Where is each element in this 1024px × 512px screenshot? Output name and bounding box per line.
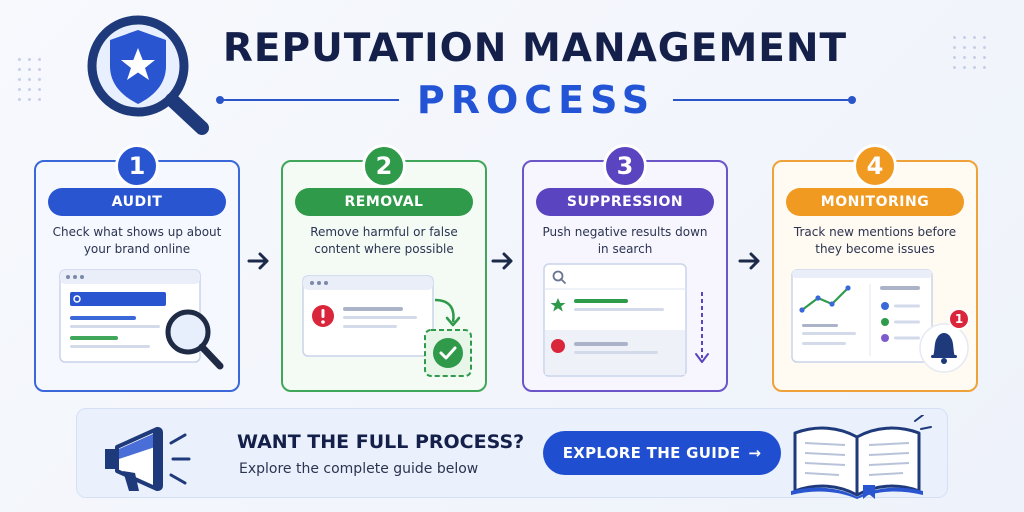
step-number: 4 bbox=[853, 144, 897, 188]
explore-guide-button[interactable]: EXPLORE THE GUIDE → bbox=[543, 431, 781, 475]
browser-error-check-icon bbox=[302, 275, 472, 377]
step-label: AUDIT bbox=[48, 188, 226, 216]
step-label: MONITORING bbox=[786, 188, 964, 216]
page-title: REPUTATION MANAGEMENT bbox=[222, 26, 848, 71]
shield-magnifier-icon bbox=[87, 15, 209, 135]
browser-search-magnifier-icon bbox=[59, 269, 224, 370]
dashboard-chart-bell-icon bbox=[791, 269, 969, 373]
explore-guide-button-label: EXPLORE THE GUIDE bbox=[562, 444, 741, 462]
cta-heading: WANT THE FULL PROCESS? bbox=[237, 431, 525, 453]
subtitle-line-left bbox=[216, 96, 399, 104]
step-description: Check what shows up about your brand onl… bbox=[52, 225, 222, 256]
subtitle-row: PROCESS bbox=[216, 78, 856, 122]
arrow-right-icon bbox=[247, 252, 269, 270]
arrow-right-icon bbox=[738, 252, 760, 270]
step-description: Track new mentions before they become is… bbox=[793, 225, 957, 256]
subtitle-line-right bbox=[673, 96, 856, 104]
step-card-removal: 2 REMOVAL Remove harmful or false conten… bbox=[281, 144, 487, 392]
page-subtitle: PROCESS bbox=[416, 78, 656, 122]
arrow-right-icon: → bbox=[748, 444, 762, 462]
cta-subtext: Explore the complete guide below bbox=[239, 461, 479, 477]
search-results-down-arrow-icon bbox=[543, 263, 709, 377]
cta-banner: WANT THE FULL PROCESS? Explore the compl… bbox=[76, 408, 948, 499]
decorative-dots-right bbox=[953, 36, 986, 69]
notification-count: 1 bbox=[954, 312, 964, 326]
step-card-suppression: 3 SUPPRESSION Push negative results down… bbox=[522, 144, 728, 392]
step-description: Remove harmful or false content where po… bbox=[310, 225, 458, 256]
step-number: 1 bbox=[115, 144, 159, 188]
open-book-icon bbox=[791, 415, 932, 499]
step-number: 2 bbox=[362, 144, 406, 188]
megaphone-icon bbox=[105, 427, 191, 491]
arrow-right-icon bbox=[491, 252, 513, 270]
notification-badge: 1 bbox=[948, 308, 970, 330]
step-card-monitoring: 4 MONITORING Track new mentions before t… bbox=[772, 144, 978, 392]
decorative-dots-left bbox=[18, 58, 41, 101]
step-label: SUPPRESSION bbox=[536, 188, 714, 216]
step-card-audit: 1 AUDIT Check what shows up about your b… bbox=[34, 144, 240, 392]
step-label: REMOVAL bbox=[295, 188, 473, 216]
step-description: Push negative results down in search bbox=[542, 225, 708, 256]
step-number: 3 bbox=[603, 144, 647, 188]
